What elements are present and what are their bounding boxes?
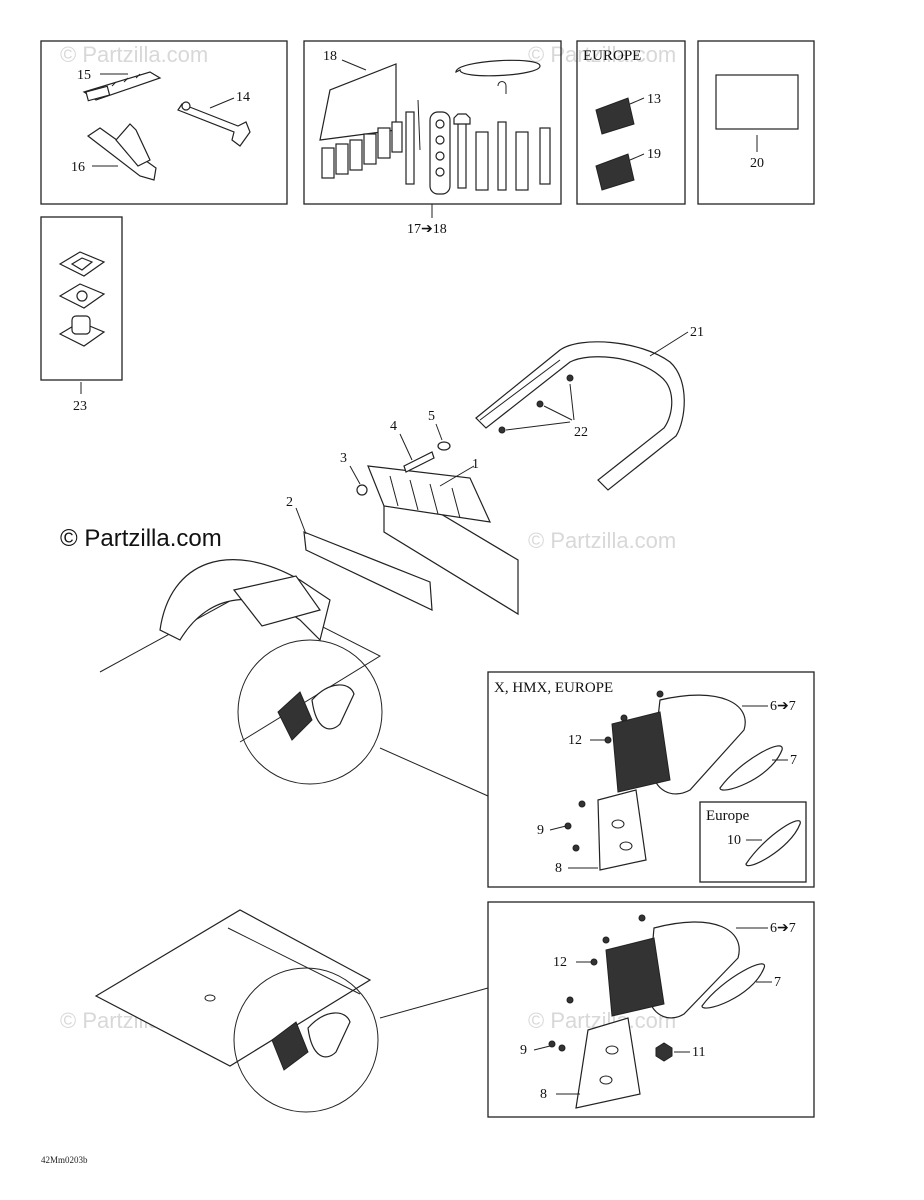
open-wrench xyxy=(457,121,467,189)
callout-23: 23 xyxy=(73,399,87,414)
frame xyxy=(697,40,815,205)
section-header: X, HMX, EUROPE xyxy=(494,680,613,696)
part-7-lens xyxy=(701,963,765,1009)
part-6-7-housing xyxy=(651,694,746,795)
spark-plug-tool xyxy=(475,131,489,191)
callout-15: 15 xyxy=(77,68,91,83)
part-2-plate xyxy=(303,531,433,611)
part-18-tool-pouch xyxy=(319,63,397,141)
callout-3: 3 xyxy=(340,451,347,466)
box-mirror-standard: 6➔7 7 12 9 8 11 xyxy=(487,901,815,1118)
diagram-code: 42Mm0203b xyxy=(41,1155,88,1165)
leader-line xyxy=(379,747,489,797)
box-europe-decals: EUROPE 13 19 xyxy=(576,40,686,205)
part-6-7-housing xyxy=(647,921,740,1019)
callout-2: 2 xyxy=(286,495,293,510)
section-header: Europe xyxy=(706,808,750,824)
part-19-reflector xyxy=(595,153,635,191)
plug xyxy=(71,315,91,335)
vehicle-tail-lower xyxy=(94,909,489,1113)
callout-18: 18 xyxy=(323,49,337,64)
watermark: © Partzilla.com xyxy=(528,42,676,67)
callout-19: 19 xyxy=(647,147,661,162)
box-tools-small: 15 14 16 xyxy=(40,40,288,205)
callout-17-18: 17➔18 xyxy=(407,222,447,237)
box-part-23: 23 xyxy=(40,216,123,414)
callout-10: 10 xyxy=(727,833,741,848)
hook xyxy=(497,81,507,94)
starter-rope xyxy=(455,59,541,77)
callout-6-7: 6➔7 xyxy=(770,699,796,714)
frame xyxy=(40,216,123,381)
part-22-bolts xyxy=(498,374,574,434)
callout-16: 16 xyxy=(71,160,85,175)
callout-14: 14 xyxy=(236,90,250,105)
detail-circle xyxy=(233,967,379,1113)
callout-8: 8 xyxy=(555,861,562,876)
watermark: © Partzilla.com xyxy=(528,528,676,553)
pouch-pockets xyxy=(321,121,403,179)
callout-13: 13 xyxy=(647,92,661,107)
part-5-nut xyxy=(437,441,451,451)
part-16-bracket xyxy=(86,127,157,181)
part-8-bracket xyxy=(597,789,647,871)
part-20-label xyxy=(715,74,799,130)
box-mirror-variant: X, HMX, EUROPE 6➔7 7 12 9 8 Europe 10 xyxy=(487,671,815,888)
light-grille xyxy=(611,711,671,793)
vehicle-tail-upper xyxy=(99,559,489,797)
box-tool-kit: 18 17➔18 xyxy=(303,40,562,237)
leader-line xyxy=(379,987,489,1019)
callout-5: 5 xyxy=(428,409,435,424)
callout-9: 9 xyxy=(520,1043,527,1058)
combo-wrench xyxy=(497,121,507,191)
part-21-bumper-handle xyxy=(475,341,685,491)
frame xyxy=(487,901,815,1118)
tunnel-deck xyxy=(94,909,372,1067)
part-13-reflector xyxy=(595,97,635,135)
bumper-assembly: 21 22 1 2 3 4 5 xyxy=(286,325,704,616)
light-grille xyxy=(605,937,665,1017)
part-1-flap xyxy=(383,478,519,616)
frame xyxy=(576,40,686,205)
box-label-20: 20 xyxy=(697,40,815,205)
callout-22: 22 xyxy=(574,425,588,440)
watermark: © Partzilla.com xyxy=(60,42,208,67)
part-7-lens xyxy=(719,745,783,791)
callout-12: 12 xyxy=(568,733,582,748)
callout-21: 21 xyxy=(690,325,704,340)
part-8-bracket xyxy=(575,1017,641,1109)
screwdriver xyxy=(405,111,415,185)
brand-watermark: © Partzilla.com xyxy=(60,525,222,552)
plug-socket xyxy=(539,127,551,185)
callout-11: 11 xyxy=(692,1045,705,1060)
part-11-nut xyxy=(655,1042,673,1062)
tail-light-detail xyxy=(271,1021,309,1071)
callout-1: 1 xyxy=(472,457,479,472)
tail-light-detail xyxy=(277,691,313,741)
callout-7: 7 xyxy=(774,975,781,990)
part-1-grille xyxy=(367,465,492,523)
part-10-lens xyxy=(745,820,801,867)
part-4-rivet xyxy=(403,451,435,473)
callout-9: 9 xyxy=(537,823,544,838)
callout-4: 4 xyxy=(390,419,397,434)
callout-7: 7 xyxy=(790,753,797,768)
detail-circle xyxy=(237,639,383,785)
section-header: EUROPE xyxy=(583,48,641,64)
callout-12: 12 xyxy=(553,955,567,970)
callout-8: 8 xyxy=(540,1087,547,1102)
hex-tool xyxy=(515,131,529,191)
frame xyxy=(40,40,288,205)
part-3-washer xyxy=(356,484,368,496)
callout-6-7: 6➔7 xyxy=(770,921,796,936)
part-14-wrench xyxy=(177,103,251,147)
europe-inset xyxy=(699,801,807,883)
callout-20: 20 xyxy=(750,156,764,171)
frame xyxy=(487,671,815,888)
